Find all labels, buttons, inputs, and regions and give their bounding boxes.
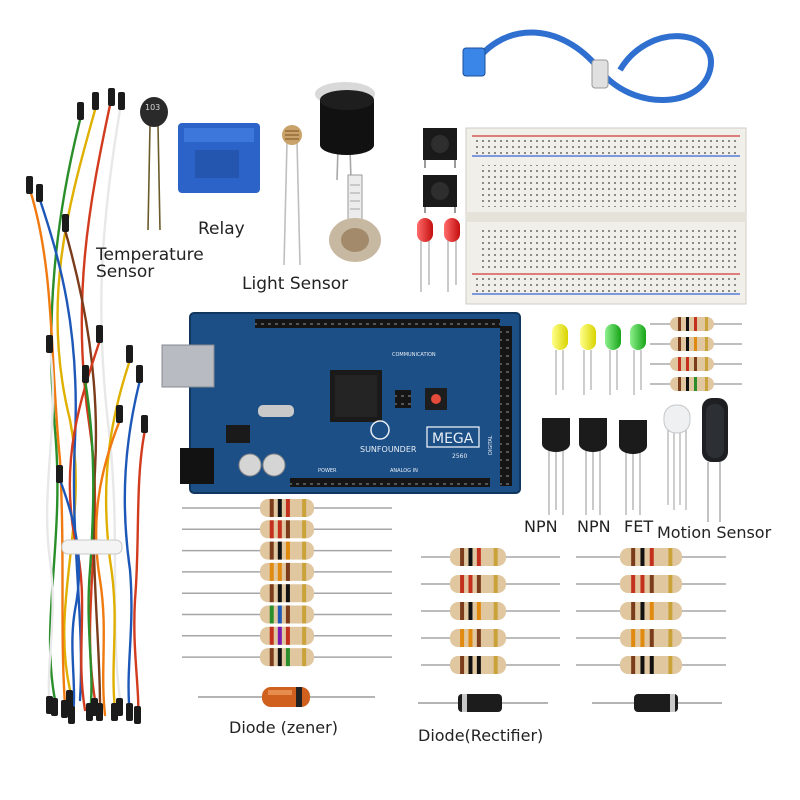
resistor (182, 520, 392, 539)
rectifier-diode-right (592, 694, 722, 712)
red-leds (417, 218, 460, 292)
resistor-column-right (576, 548, 726, 674)
label-temperature-sensor: Temperature Sensor (96, 245, 204, 282)
board-brand: SUNFOUNDER (360, 445, 417, 454)
motion-sensor (702, 398, 728, 522)
resistor (421, 548, 560, 566)
buzzer (315, 82, 375, 181)
resistor (576, 629, 726, 647)
label-npn-2: NPN (577, 517, 611, 536)
relay (178, 123, 260, 193)
capacitor-2 (262, 453, 286, 477)
resistor (182, 541, 392, 560)
label-diode-zener: Diode (zener) (229, 718, 338, 737)
board-header-digital: DIGITAL (488, 435, 494, 455)
resistor-stack-top-right (650, 317, 742, 391)
capacitor-1 (238, 453, 262, 477)
push-buttons (423, 128, 457, 213)
board-header-comm: COMMUNICATION (392, 352, 436, 358)
resistor (421, 602, 560, 620)
resistor (576, 548, 726, 566)
mega-board: SUNFOUNDER MEGA 2560 COMMUNICATION POWER… (161, 312, 521, 494)
label-relay: Relay (198, 219, 245, 239)
resistor (421, 629, 560, 647)
color-leds (552, 324, 646, 395)
label-fet: FET (624, 517, 654, 536)
resistor (182, 605, 392, 624)
resistor-column-left (182, 499, 392, 667)
board-model-number: 2560 (452, 453, 467, 460)
jumper-wire-pins (26, 88, 148, 724)
resistor (182, 562, 392, 581)
resistor (576, 575, 726, 593)
rectifier-diode-middle (418, 694, 548, 712)
board-header-analog: ANALOG IN (390, 468, 418, 474)
label-npn-1: NPN (524, 517, 558, 536)
rgb-led (663, 404, 691, 510)
resistor-column-middle (421, 548, 560, 674)
usb-cable (462, 29, 714, 103)
resistor (421, 575, 560, 593)
thermistor-code: 103 (145, 103, 160, 112)
jumper-wire-bundle (28, 103, 147, 722)
dc-jack (180, 448, 214, 484)
label-light-sensor: Light Sensor (242, 274, 349, 294)
resistor (421, 656, 560, 674)
board-header-power: POWER (318, 468, 337, 474)
resistor (182, 499, 392, 517)
wire-tie (61, 539, 123, 555)
board-model: MEGA (432, 431, 474, 447)
thermistor: 103 (140, 97, 168, 231)
resistor (182, 648, 392, 667)
resistor (576, 656, 726, 674)
light-sensor (282, 125, 302, 266)
label-diode-rectifier: Diode(Rectifier) (418, 726, 544, 745)
breadboard (465, 127, 747, 305)
resistor (182, 584, 392, 603)
resistor (182, 626, 392, 645)
resistor (576, 602, 726, 620)
label-motion-sensor: Motion Sensor (657, 523, 772, 542)
transistors (542, 418, 647, 515)
zener-diode (198, 687, 375, 707)
usb-b-port (161, 344, 215, 388)
potentiometer (329, 174, 381, 262)
